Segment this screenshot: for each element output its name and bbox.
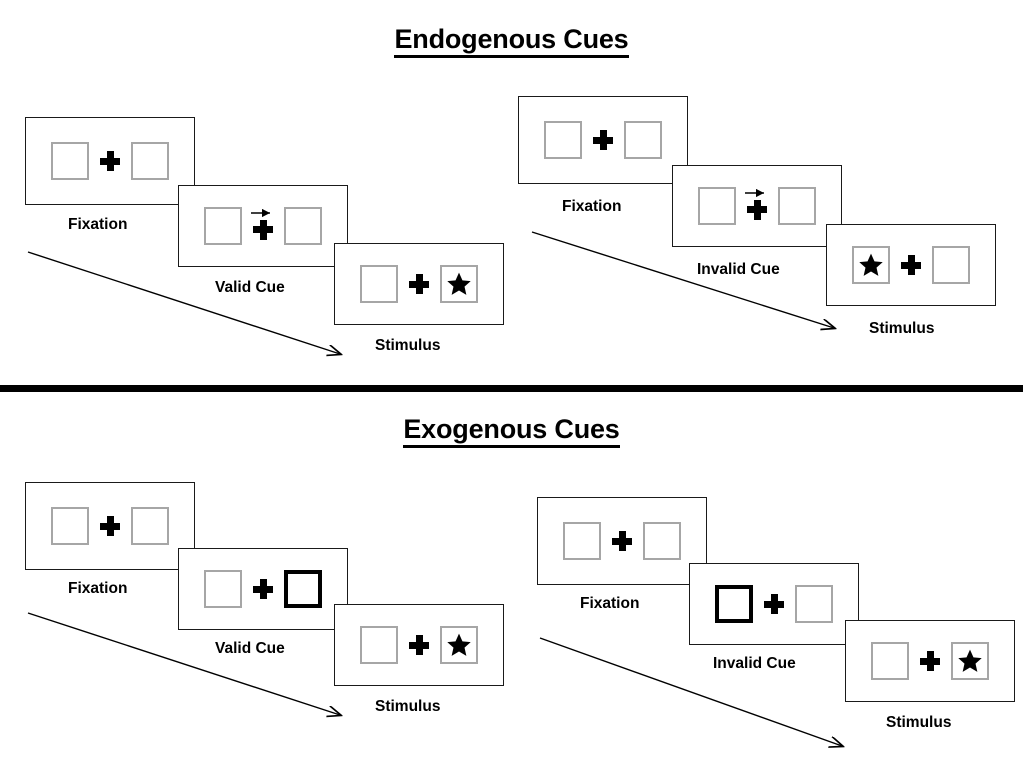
plus-icon [408, 265, 430, 303]
panel-exogenous-invalid-cue[interactable] [689, 563, 859, 645]
right-box[interactable] [643, 522, 681, 560]
left-box-target[interactable] [852, 246, 890, 284]
right-box-target[interactable] [440, 626, 478, 664]
left-box[interactable] [544, 121, 582, 159]
panel-endogenous-valid-stimulus[interactable] [334, 243, 504, 325]
time-flow-arrow-exogenous-valid [27, 612, 356, 724]
right-box[interactable] [624, 121, 662, 159]
time-flow-arrow-exogenous-invalid [539, 637, 858, 754]
left-box[interactable] [360, 626, 398, 664]
panel-endogenous-valid-cue[interactable] [178, 185, 348, 267]
endogenous-title: Endogenous Cues [0, 24, 1023, 58]
panel-exogenous-invalid-stimulus[interactable] [845, 620, 1015, 702]
plus-icon [99, 142, 121, 180]
time-flow-arrow-endogenous-valid [27, 251, 356, 363]
left-box[interactable] [204, 570, 242, 608]
plus-icon [252, 570, 274, 608]
endogenous-title-text: Endogenous Cues [394, 24, 629, 58]
label-exogenous-valid-fixation: Fixation [68, 580, 128, 597]
label-endogenous-invalid-stimulus: Stimulus [869, 320, 935, 337]
left-box[interactable] [871, 642, 909, 680]
exogenous-title-text: Exogenous Cues [403, 414, 620, 448]
plus-icon [592, 121, 614, 159]
panel-exogenous-invalid-fixation[interactable] [537, 497, 707, 585]
label-endogenous-valid-cue: Valid Cue [215, 279, 285, 296]
plus-icon [408, 626, 430, 664]
label-exogenous-invalid-stimulus: Stimulus [886, 714, 952, 731]
plus-icon [611, 522, 633, 560]
arrow-right-icon [745, 189, 764, 198]
plus-icon [251, 207, 274, 245]
arrow-right-icon [251, 209, 270, 218]
section-endogenous: Endogenous Cues Fixation [0, 24, 1023, 390]
label-exogenous-invalid-cue: Invalid Cue [713, 655, 796, 672]
right-box[interactable] [284, 207, 322, 245]
star-icon [859, 253, 883, 276]
panel-endogenous-invalid-stimulus[interactable] [826, 224, 996, 306]
label-exogenous-valid-stimulus: Stimulus [375, 698, 441, 715]
panel-endogenous-invalid-fixation[interactable] [518, 96, 688, 184]
right-box-target[interactable] [951, 642, 989, 680]
panel-exogenous-valid-fixation[interactable] [25, 482, 195, 570]
left-box[interactable] [51, 142, 89, 180]
plus-icon [919, 642, 941, 680]
label-endogenous-invalid-cue: Invalid Cue [697, 261, 780, 278]
right-box[interactable] [778, 187, 816, 225]
plus-icon [99, 507, 121, 545]
left-box[interactable] [698, 187, 736, 225]
plus-icon [900, 246, 922, 284]
right-box[interactable] [131, 142, 169, 180]
left-box[interactable] [563, 522, 601, 560]
left-box[interactable] [360, 265, 398, 303]
right-box[interactable] [131, 507, 169, 545]
plus-icon [763, 585, 785, 623]
time-flow-arrow-endogenous-invalid [531, 231, 850, 338]
right-box-cued[interactable] [284, 570, 322, 608]
star-icon [447, 633, 471, 656]
section-exogenous: Exogenous Cues Fixation [0, 392, 1023, 767]
left-box[interactable] [51, 507, 89, 545]
exogenous-title: Exogenous Cues [0, 414, 1023, 448]
panel-endogenous-invalid-cue[interactable] [672, 165, 842, 247]
panel-exogenous-valid-stimulus[interactable] [334, 604, 504, 686]
label-endogenous-valid-stimulus: Stimulus [375, 337, 441, 354]
star-icon [447, 272, 471, 295]
left-box-cued[interactable] [715, 585, 753, 623]
plus-icon [745, 187, 768, 225]
panel-endogenous-valid-fixation[interactable] [25, 117, 195, 205]
right-box-target[interactable] [440, 265, 478, 303]
label-exogenous-invalid-fixation: Fixation [580, 595, 640, 612]
section-divider [0, 385, 1023, 392]
label-exogenous-valid-cue: Valid Cue [215, 640, 285, 657]
right-box[interactable] [795, 585, 833, 623]
panel-exogenous-valid-cue[interactable] [178, 548, 348, 630]
label-endogenous-valid-fixation: Fixation [68, 216, 128, 233]
star-icon [958, 649, 982, 672]
label-endogenous-invalid-fixation: Fixation [562, 198, 622, 215]
right-box[interactable] [932, 246, 970, 284]
left-box[interactable] [204, 207, 242, 245]
